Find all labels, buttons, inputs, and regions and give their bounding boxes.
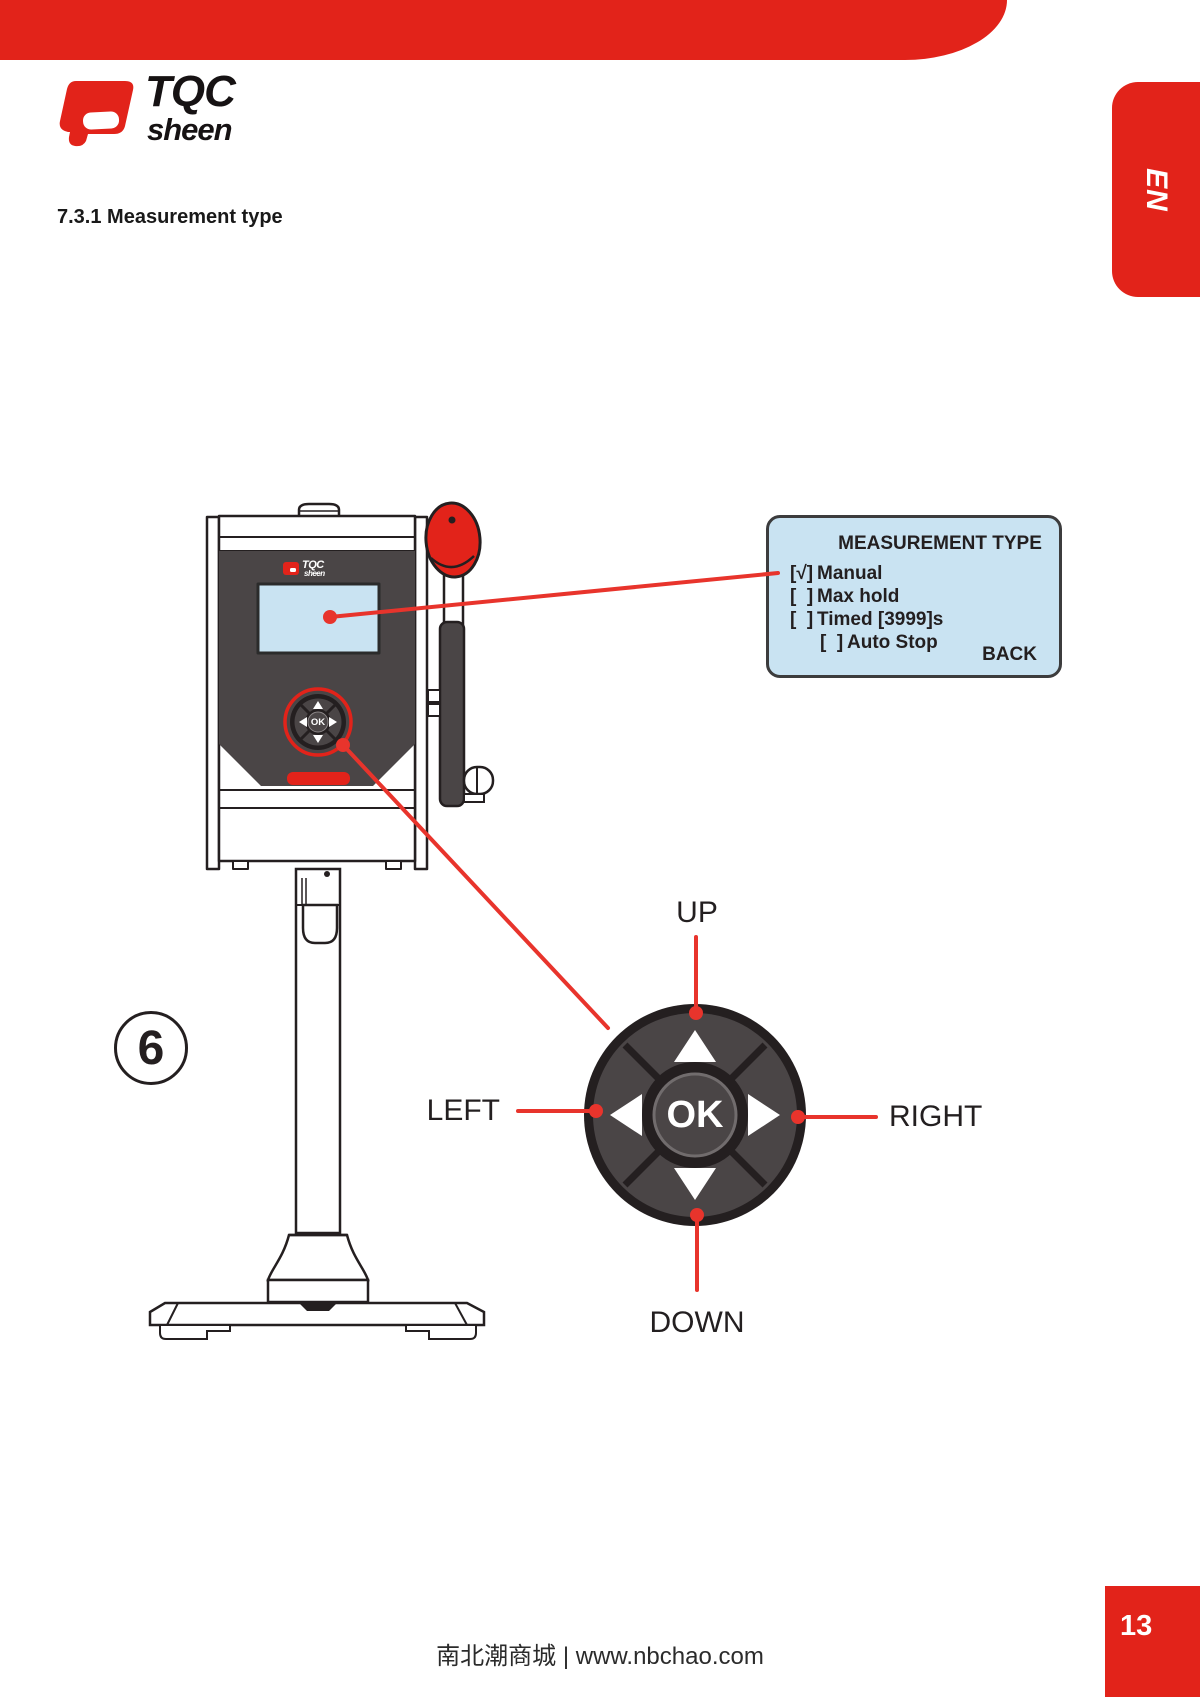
- device-logo-icon: [283, 562, 299, 575]
- device-red-bar: [287, 772, 350, 785]
- left-arrow-icon: [610, 1094, 642, 1136]
- device-foot-right: [385, 860, 402, 870]
- plate-bevel: [454, 1302, 468, 1326]
- dpad-label-right: RIGHT: [889, 1100, 983, 1133]
- section-heading: 7.3.1 Measurement type: [57, 206, 283, 228]
- device-down-arrow-icon: [313, 735, 323, 743]
- callout-line-dpad: [341, 743, 610, 1030]
- base-plate: [148, 1301, 486, 1327]
- callout-line-screen: [328, 571, 780, 619]
- down-dot: [690, 1208, 704, 1222]
- clamp-tab: [427, 703, 441, 717]
- menu-back-label: BACK: [982, 644, 1037, 665]
- device-right-rail: [413, 515, 429, 871]
- pole-screw: [324, 871, 330, 877]
- down-arrow-icon: [674, 1168, 716, 1200]
- base-notch: [299, 1303, 337, 1311]
- logo-text-tqc: TQC: [145, 67, 236, 116]
- device-dpad-dot: [336, 738, 350, 752]
- logo-text-sheen: sheen: [147, 112, 233, 147]
- footer-text: 南北潮商城 | www.nbchao.com: [436, 1643, 764, 1670]
- knob-pivot-dot: [448, 516, 456, 524]
- handle-lever: [424, 501, 495, 808]
- tqc-sheen-logo: TQC sheen: [55, 70, 285, 154]
- menu-item-manual: [√]Manual: [790, 563, 883, 584]
- up-arrow-icon: [674, 1030, 716, 1062]
- right-arrow-icon: [748, 1094, 780, 1136]
- device-up-arrow-icon: [313, 701, 323, 709]
- menu-items: [√]Manual [ ]Max hold [ ]Timed [3999]s […: [790, 562, 1059, 654]
- page-number-box: 13: [1105, 1586, 1200, 1697]
- clamp-bar: [438, 620, 466, 808]
- lever-red-knob: [424, 501, 482, 579]
- base-collar: [266, 1278, 370, 1304]
- figure-number: 6: [137, 1021, 165, 1075]
- device-ok-label: OK: [310, 716, 326, 728]
- dpad-label-down: DOWN: [649, 1306, 745, 1339]
- up-dot: [689, 1006, 703, 1020]
- header-banner: [0, 0, 1007, 60]
- device-front-panel: [219, 551, 415, 786]
- side-knob-step: [463, 793, 485, 803]
- stand-lever-handle: [301, 903, 339, 945]
- device-logo-notch: [290, 568, 296, 572]
- device-logo-sheen: sheen: [304, 569, 325, 578]
- base-foot-left: [159, 1324, 231, 1340]
- device-top-knob: [297, 502, 341, 519]
- logo-notch: [83, 111, 120, 130]
- menu-title: MEASUREMENT TYPE: [838, 533, 1042, 554]
- device-foot-left: [232, 860, 249, 870]
- device-screen: [256, 582, 381, 655]
- stand-pole: [294, 867, 342, 1235]
- side-knob: [462, 765, 495, 796]
- plate-bevel: [166, 1302, 179, 1326]
- tqc-logo-icon: [59, 81, 134, 147]
- lever-arm: [442, 565, 465, 629]
- menu-item-timed: [ ]Timed [3999]s: [790, 609, 944, 630]
- measurement-type-menu: MEASUREMENT TYPE [√]Manual [ ]Max hold […: [766, 515, 1062, 678]
- menu-item-max-hold: [ ]Max hold: [790, 586, 900, 607]
- dpad-ok-label: OK: [666, 1094, 724, 1136]
- figure-number-badge: 6: [114, 1011, 188, 1085]
- knob-crescent: [430, 555, 475, 569]
- device-left-rail: [205, 515, 221, 871]
- dpad-label-left: LEFT: [426, 1094, 500, 1127]
- base-bell: [266, 1233, 370, 1282]
- base-foot-right: [405, 1324, 477, 1340]
- menu-item-auto-stop: [ ]Auto Stop: [820, 632, 938, 653]
- page-number: 13: [1120, 1610, 1153, 1642]
- right-dot: [791, 1110, 805, 1124]
- language-tab-label: EN: [1140, 167, 1173, 212]
- left-dot: [589, 1104, 603, 1118]
- language-tab: EN: [1112, 82, 1200, 297]
- clamp-tab: [427, 689, 441, 703]
- dpad-label-up: UP: [676, 896, 718, 929]
- callout-lines: [328, 571, 878, 1292]
- screen-dot: [323, 610, 337, 624]
